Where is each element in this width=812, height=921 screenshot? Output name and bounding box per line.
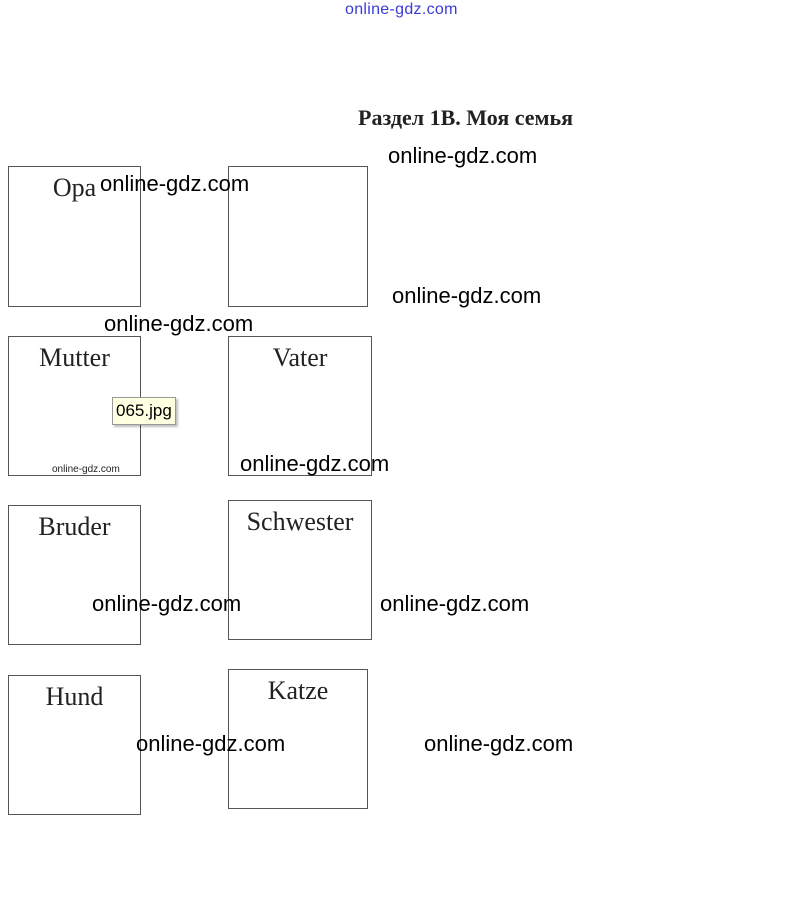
top-watermark: online-gdz.com bbox=[345, 1, 458, 18]
filename-tooltip: 065.jpg bbox=[112, 397, 176, 425]
card-katze: Katze bbox=[228, 669, 368, 809]
watermark: online-gdz.com bbox=[380, 591, 530, 616]
watermark: online-gdz.com bbox=[388, 143, 538, 168]
card-empty bbox=[228, 166, 368, 307]
card-opa: Opa bbox=[8, 166, 141, 307]
card-label: Hund bbox=[45, 682, 104, 711]
watermark: online-gdz.com bbox=[424, 731, 574, 756]
card-schwester: Schwester bbox=[228, 500, 372, 640]
small-watermark: online-gdz.com bbox=[52, 464, 120, 475]
card-label: Bruder bbox=[38, 512, 111, 541]
card-vater: Vater bbox=[228, 336, 372, 476]
card-hund: Hund bbox=[8, 675, 141, 815]
card-label: Katze bbox=[267, 676, 329, 705]
watermark: online-gdz.com bbox=[240, 451, 390, 476]
watermark: online-gdz.com bbox=[104, 311, 254, 336]
page-title: Раздел 1B. Моя семья bbox=[358, 105, 574, 130]
watermark: online-gdz.com bbox=[92, 591, 242, 616]
watermark: online-gdz.com bbox=[392, 283, 542, 308]
card-label: Vater bbox=[272, 343, 328, 372]
watermark: online-gdz.com bbox=[100, 171, 250, 196]
card-label: Schwester bbox=[246, 507, 354, 536]
card-bruder: Bruder bbox=[8, 505, 141, 645]
card-label: Mutter bbox=[39, 343, 110, 372]
card-label: Opa bbox=[52, 173, 97, 202]
card-mutter: Mutter bbox=[8, 336, 141, 476]
watermark: online-gdz.com bbox=[136, 731, 286, 756]
